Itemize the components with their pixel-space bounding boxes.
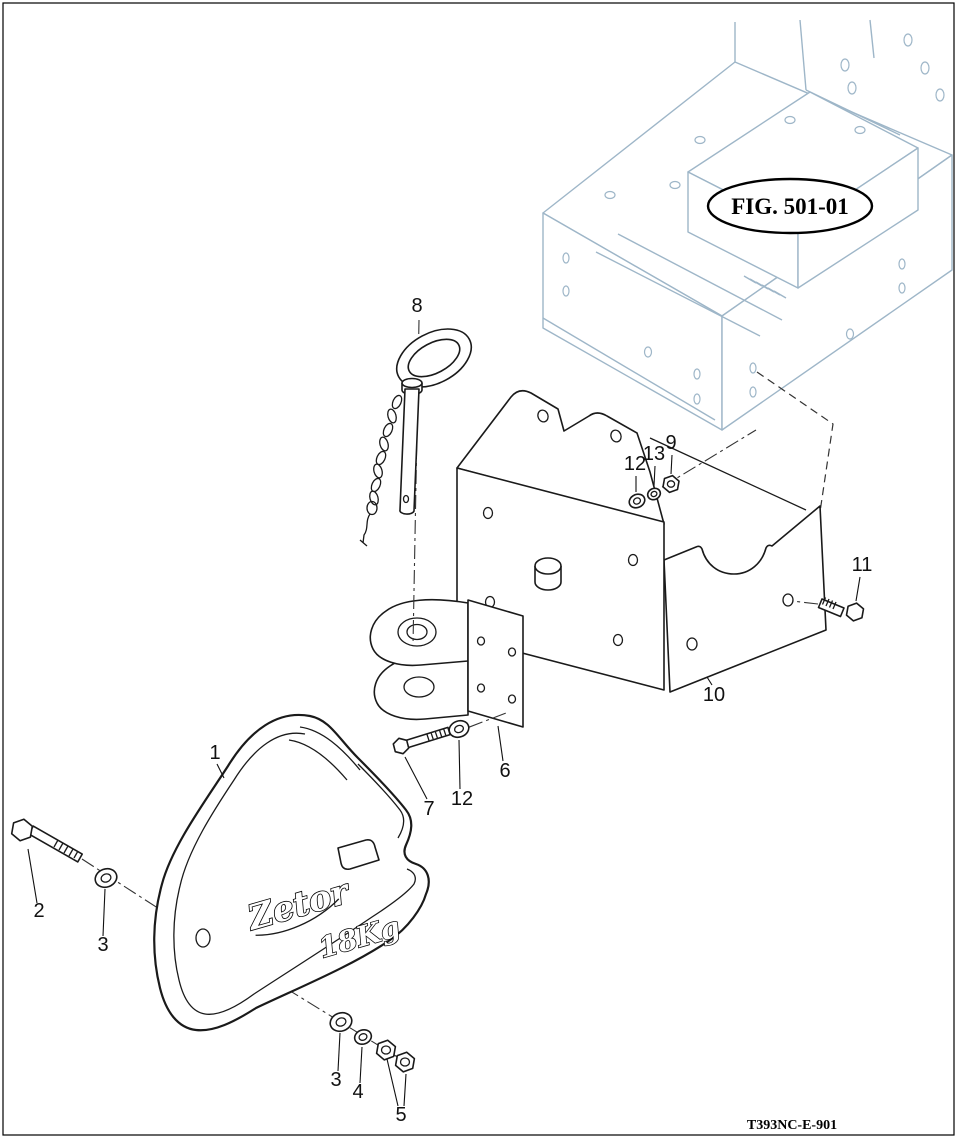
callout-part-12-lower: 12 [451,788,473,810]
bolt-2-group [10,818,118,889]
bolt-7-head [392,737,410,755]
callouts: 8 12 13 9 11 10 6 7 12 1 2 3 3 4 5 [27,295,873,1126]
pin-body [399,388,420,515]
washer-3-bottom [329,1011,353,1033]
pin-chain [369,394,403,506]
callout-part-3-left: 3 [97,934,108,956]
callout-part-3-bottom: 3 [330,1069,341,1091]
counterweight-outline [153,713,430,1032]
callout-part-5: 5 [395,1104,406,1126]
bottom-fastener-stack [329,1011,416,1073]
fig-reference-bubble: FIG. 501-01 [706,177,874,235]
washer-12-lower [448,719,470,739]
upper-bracket-ears [456,389,665,525]
nut-9 [662,474,680,494]
callout-part-7: 7 [423,798,434,820]
callout-part-11: 11 [852,554,873,576]
callout-part-10: 10 [703,684,725,706]
bolt-7-group [392,712,507,755]
linch-clip [359,500,378,547]
counterweight-slot [337,839,380,871]
pin-ring-handle [395,328,473,388]
clevis-hitch-6 [369,598,524,728]
bolt-7-threads [426,729,447,741]
callout-part-4: 4 [352,1081,363,1103]
washer-13 [646,487,662,501]
drawing-code-text: T393NC-E-901 [747,1118,837,1133]
hitch-pin-assembly-8 [359,319,473,646]
nut-5-first [375,1039,397,1061]
washer-3-left [94,867,118,889]
upper-fastener-stack [628,474,680,509]
callout-part-6: 6 [499,760,510,782]
bolt-2-head [10,818,34,842]
callout-part-13: 13 [643,443,665,465]
frame-hatch-detail [743,275,787,299]
washer-4 [353,1029,373,1045]
side-bracket-plate-10 [663,505,827,693]
bolt-11 [791,597,865,622]
frame-holes [562,33,945,405]
counterweight-bolt-hole [195,928,211,948]
fig-reference-ellipse [706,177,874,235]
bolt-11-threads [821,597,837,610]
center-boss [534,557,562,591]
nut-5-second [394,1051,416,1073]
callout-part-8: 8 [411,295,422,317]
fig-reference-label: FIG. 501-01 [731,194,849,219]
callout-part-9: 9 [665,432,676,454]
washer-12-upper [628,493,646,509]
callout-part-2: 2 [33,900,44,922]
callout-part-12-upper: 12 [624,453,646,475]
bolt-2-threads [53,839,79,859]
counterweight-1: Zetor 18Kg [81,713,430,1067]
callout-part-1: 1 [209,742,220,764]
bolt-11-head [845,602,865,622]
clevis-mounting-block [467,599,524,728]
